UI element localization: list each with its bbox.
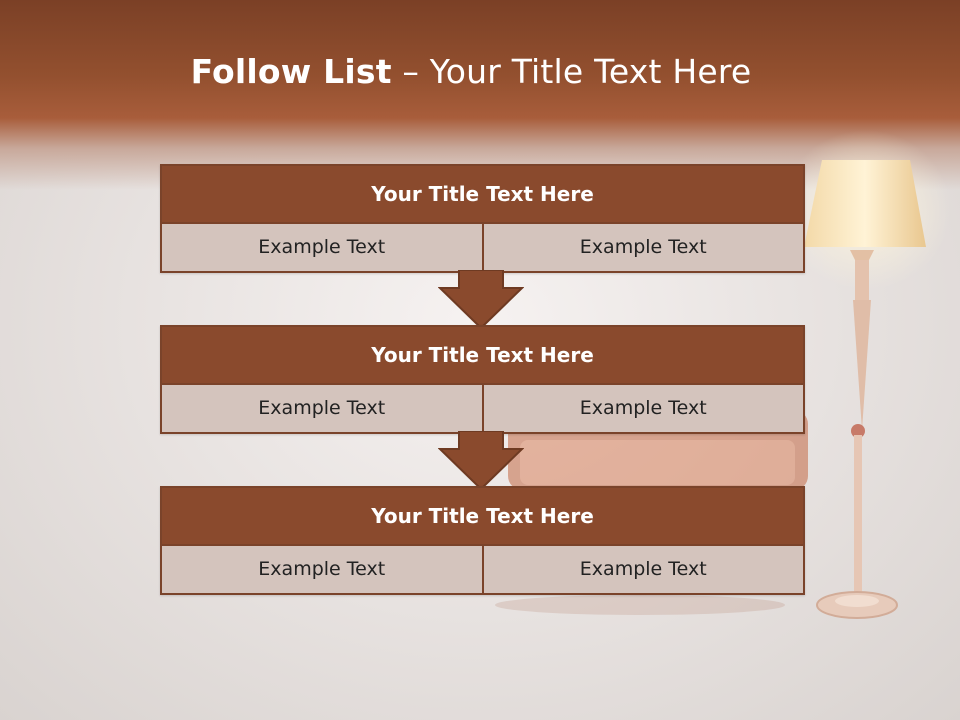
block-row: Example Text Example Text <box>162 544 803 593</box>
header-band <box>0 0 960 190</box>
block-cell-right: Example Text <box>481 385 803 432</box>
block-cell-right: Example Text <box>481 546 803 593</box>
list-block-2: Your Title Text Here Example Text Exampl… <box>160 325 805 434</box>
block-cell-left: Example Text <box>162 224 482 271</box>
list-block-1: Your Title Text Here Example Text Exampl… <box>160 164 805 273</box>
list-block-3: Your Title Text Here Example Text Exampl… <box>160 486 805 595</box>
block-title: Your Title Text Here <box>162 166 803 222</box>
down-arrow-icon <box>438 431 524 491</box>
block-title: Your Title Text Here <box>162 488 803 544</box>
down-arrow-icon <box>438 270 524 330</box>
block-title: Your Title Text Here <box>162 327 803 383</box>
slide-title-rest: – Your Title Text Here <box>391 52 752 91</box>
slide-title-bold: Follow List <box>190 52 392 91</box>
block-row: Example Text Example Text <box>162 222 803 271</box>
slide-title: Follow List – Your Title Text Here <box>0 52 942 91</box>
block-row: Example Text Example Text <box>162 383 803 432</box>
block-cell-left: Example Text <box>162 546 482 593</box>
block-cell-right: Example Text <box>481 224 803 271</box>
floor-lamp-illustration <box>781 130 951 619</box>
block-cell-left: Example Text <box>162 385 482 432</box>
